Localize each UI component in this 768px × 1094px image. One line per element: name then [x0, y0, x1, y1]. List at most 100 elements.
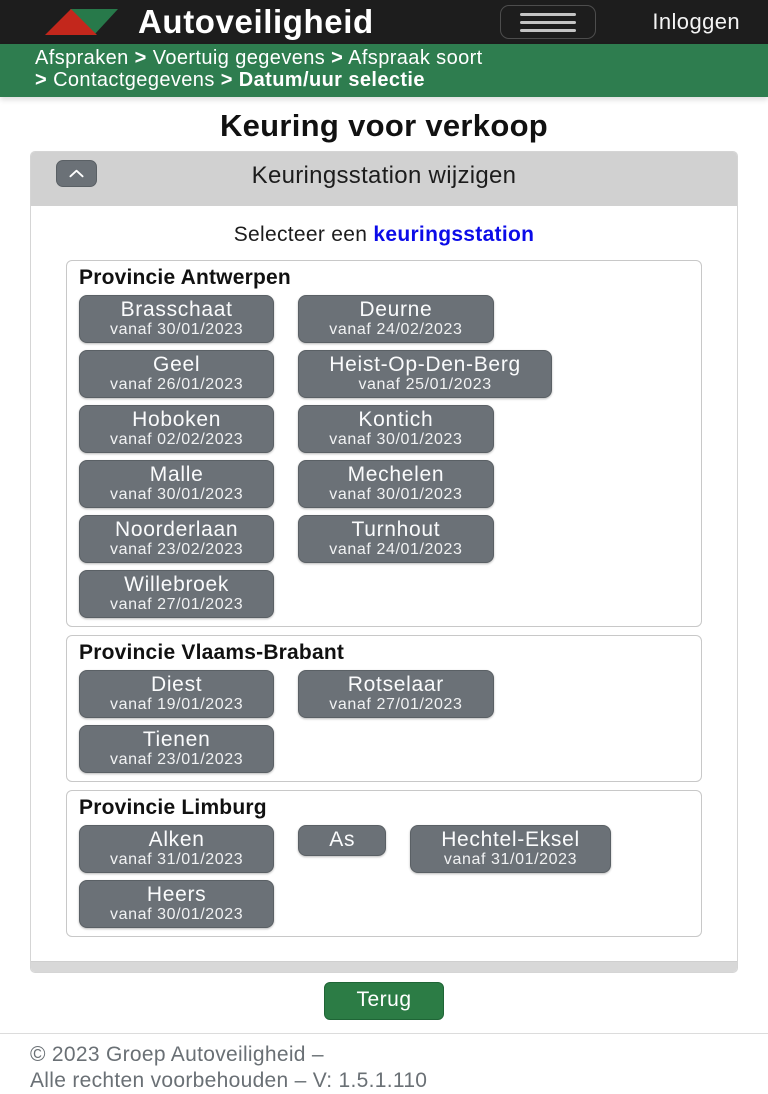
station-available-from: vanaf 24/02/2023 — [329, 321, 463, 338]
station-button-as[interactable]: As — [298, 825, 387, 856]
breadcrumb-item-afspraak-soort[interactable]: > Afspraak soort — [331, 47, 483, 69]
panel-header: Keuringsstation wijzigen — [31, 152, 737, 206]
breadcrumb-label: Voertuig gegevens — [152, 47, 326, 69]
top-header: Autoveiligheid Inloggen — [0, 0, 768, 44]
breadcrumb-item-datum-uur-selectie: > Datum/uur selectie — [221, 69, 425, 91]
breadcrumb-separator: > — [331, 47, 344, 69]
station-name: Turnhout — [351, 518, 441, 541]
province-title: Provincie Antwerpen — [79, 266, 291, 289]
terug-button[interactable]: Terug — [324, 982, 444, 1020]
station-panel: Keuringsstation wijzigen Selecteer een k… — [30, 151, 738, 973]
select-station-prompt: Selecteer een keuringsstation — [66, 223, 702, 247]
breadcrumb-separator: > — [35, 69, 48, 91]
breadcrumb-label: Afspraak soort — [348, 47, 483, 69]
actions-row: Terug — [0, 982, 768, 1020]
footer-copyright-line: © 2023 Groep Autoveiligheid – — [30, 1043, 324, 1066]
station-name: Geel — [153, 353, 201, 376]
login-link[interactable]: Inloggen — [652, 9, 740, 34]
logo-red-triangle-icon — [45, 9, 97, 35]
breadcrumb-separator: > — [134, 47, 147, 69]
brand-title: Autoveiligheid — [138, 3, 374, 40]
keuringsstation-link[interactable]: keuringsstation — [373, 223, 535, 246]
station-available-from: vanaf 30/01/2023 — [110, 906, 244, 923]
station-name: Alken — [148, 828, 205, 851]
station-available-from: vanaf 27/01/2023 — [329, 696, 463, 713]
station-available-from: vanaf 31/01/2023 — [110, 851, 244, 868]
station-name: Deurne — [359, 298, 433, 321]
station-available-from: vanaf 25/01/2023 — [358, 376, 492, 393]
station-name: Diest — [150, 673, 203, 696]
station-name: Brasschaat — [120, 298, 233, 321]
chevron-up-icon — [69, 169, 84, 178]
panel-body: Selecteer een keuringsstation Provincie … — [31, 206, 737, 961]
collapse-panel-button[interactable] — [56, 160, 97, 187]
province-title: Provincie Limburg — [79, 796, 267, 819]
panel-title: Keuringsstation wijzigen — [251, 162, 517, 189]
station-available-from: vanaf 27/01/2023 — [110, 596, 244, 613]
station-name: Hoboken — [132, 408, 222, 431]
hamburger-icon — [520, 12, 577, 16]
breadcrumb-label: Afspraken — [35, 47, 129, 69]
station-name: Willebroek — [124, 573, 230, 596]
site-footer: © 2023 Groep Autoveiligheid – Alle recht… — [0, 1033, 768, 1094]
hamburger-icon — [520, 20, 577, 24]
brand-logo — [45, 8, 118, 36]
prompt-text: Selecteer een — [233, 223, 374, 246]
station-available-from: vanaf 24/01/2023 — [329, 541, 463, 558]
station-available-from: vanaf 23/01/2023 — [110, 751, 244, 768]
station-name: As — [329, 828, 356, 851]
page-title: Keuring voor verkoop — [219, 108, 549, 143]
breadcrumb-item-voertuig-gegevens[interactable]: > Voertuig gegevens — [135, 47, 326, 69]
station-name: Mechelen — [347, 463, 445, 486]
province-title: Provincie Vlaams-Brabant — [79, 641, 345, 664]
station-name: Heers — [146, 883, 207, 906]
station-available-from: vanaf 30/01/2023 — [110, 321, 244, 338]
breadcrumb-item-contactgegevens[interactable]: > Contactgegevens — [35, 69, 215, 91]
panel-footer — [31, 961, 737, 972]
station-available-from: vanaf 30/01/2023 — [329, 431, 463, 448]
main-content: Keuring voor verkoop Keuringsstation wij… — [0, 108, 768, 1020]
breadcrumb-label: Contactgegevens — [53, 69, 215, 91]
station-available-from: vanaf 30/01/2023 — [329, 486, 463, 503]
station-available-from: vanaf 26/01/2023 — [110, 376, 244, 393]
breadcrumb-separator: > — [220, 69, 233, 91]
station-name: Rotselaar — [347, 673, 444, 696]
footer-version-line: Alle rechten voorbehouden – V: 1.5.1.110 — [30, 1069, 428, 1092]
breadcrumb-label: Datum/uur selectie — [238, 69, 425, 91]
station-available-from: vanaf 02/02/2023 — [110, 431, 244, 448]
breadcrumb-item-afspraken[interactable]: Afspraken — [35, 47, 129, 69]
hamburger-menu-button[interactable] — [500, 5, 597, 39]
station-name: Noorderlaan — [114, 518, 239, 541]
station-name: Kontich — [358, 408, 434, 431]
station-name: Tienen — [142, 728, 211, 751]
station-available-from: vanaf 30/01/2023 — [110, 486, 244, 503]
station-available-from: vanaf 19/01/2023 — [110, 696, 244, 713]
station-name: Malle — [149, 463, 204, 486]
breadcrumb-trail: Afspraken > Voertuig gegevens > Afspraak… — [35, 47, 655, 91]
breadcrumb: Afspraken > Voertuig gegevens > Afspraak… — [0, 44, 768, 97]
hamburger-icon — [520, 28, 577, 32]
